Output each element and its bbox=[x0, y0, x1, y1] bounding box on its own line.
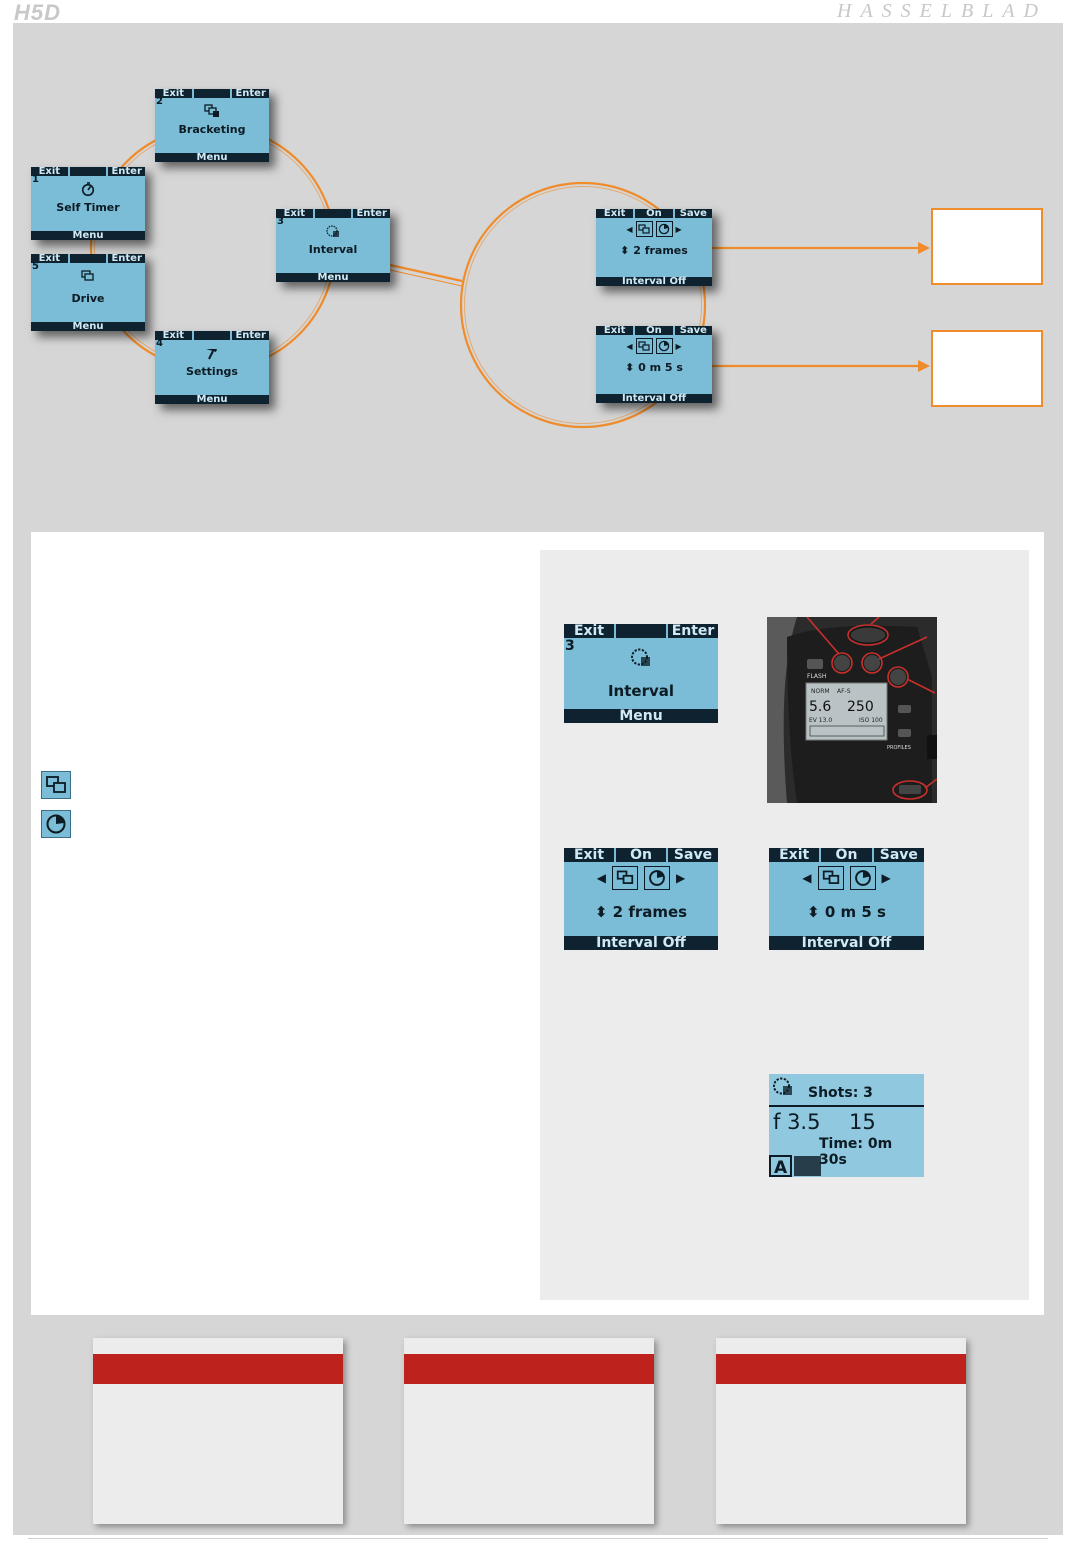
time-option bbox=[644, 866, 670, 890]
clock-icon bbox=[658, 223, 670, 235]
status-shutter: 15 bbox=[849, 1110, 876, 1134]
frames-arrowhead bbox=[918, 242, 930, 254]
interval-icon bbox=[631, 648, 650, 666]
drive-mode-readout: NORM bbox=[811, 688, 830, 695]
time-mode-icon bbox=[41, 810, 71, 838]
left-arrow-icon: ◀ bbox=[596, 871, 606, 885]
flash-label: FLASH bbox=[807, 673, 826, 680]
time-option[interactable] bbox=[655, 338, 673, 354]
bracketing-icon bbox=[638, 223, 650, 234]
time-callout-box bbox=[931, 330, 1043, 407]
model-name: H5D bbox=[14, 0, 62, 25]
settings-icon bbox=[206, 349, 217, 360]
left-arrow-icon: ◀ bbox=[626, 224, 633, 234]
right-arrow-icon: ▶ bbox=[675, 341, 682, 351]
iso-readout: ISO 100 bbox=[859, 717, 883, 724]
time-option bbox=[849, 866, 876, 890]
right-arrow-icon: ▶ bbox=[675, 224, 682, 234]
ev-readout: EV 13.0 bbox=[809, 717, 832, 724]
time-arrowhead bbox=[918, 360, 930, 372]
status-time: Time: 0m 30s bbox=[819, 1136, 893, 1168]
clock-icon bbox=[658, 340, 670, 352]
shutter-readout: 250 bbox=[847, 699, 874, 715]
footer-divider bbox=[28, 1538, 1048, 1539]
status-footer-icons: A bbox=[769, 1155, 821, 1177]
menu-connectors bbox=[89, 124, 930, 429]
bracketing-icon bbox=[616, 870, 634, 884]
interval-icon bbox=[773, 1077, 792, 1095]
profiles-label: PROFILES bbox=[887, 745, 911, 751]
frames-option[interactable] bbox=[635, 221, 653, 237]
info-box-3-header bbox=[716, 1354, 966, 1384]
bracketing-icon bbox=[204, 104, 219, 117]
interval-ring bbox=[459, 181, 707, 429]
drive-icon bbox=[81, 270, 94, 281]
time-option[interactable] bbox=[655, 221, 673, 237]
exposure-mode-label: A bbox=[774, 1158, 788, 1177]
clock-icon bbox=[649, 870, 665, 886]
right-arrow-icon: ▶ bbox=[676, 871, 686, 885]
brand-name: HASSELBLAD bbox=[837, 0, 1047, 22]
frames-mode-icon bbox=[41, 771, 71, 799]
info-box-1-header bbox=[93, 1354, 343, 1384]
camera-grip-illustration: FLASH PROFILES NORM AF-S 5.6 250 EV 13.0… bbox=[767, 617, 937, 803]
interval-link bbox=[389, 263, 463, 283]
bracketing-icon bbox=[822, 870, 839, 884]
frames-callout-box bbox=[931, 208, 1043, 285]
status-aperture: f 3.5 bbox=[773, 1110, 821, 1134]
frames-option bbox=[817, 866, 844, 890]
interval-status-screen: Shots: 3 f 3.5 15 Time: 0m 30s A bbox=[769, 1074, 924, 1177]
timer-icon bbox=[81, 182, 95, 196]
info-box-3 bbox=[716, 1338, 966, 1524]
clock-icon bbox=[854, 870, 871, 886]
clock-icon bbox=[46, 814, 66, 834]
bracketing-icon bbox=[46, 776, 66, 793]
left-arrow-icon: ◀ bbox=[626, 341, 633, 351]
left-arrow-icon: ◀ bbox=[802, 871, 812, 885]
aperture-readout: 5.6 bbox=[809, 699, 831, 715]
frames-option bbox=[612, 866, 638, 890]
status-header: Shots: 3 bbox=[769, 1074, 924, 1107]
info-box-1 bbox=[93, 1338, 343, 1524]
focus-mode-readout: AF-S bbox=[837, 688, 851, 695]
bracketing-icon bbox=[638, 340, 650, 351]
right-arrow-icon: ▶ bbox=[881, 871, 891, 885]
info-box-2 bbox=[404, 1338, 654, 1524]
shots-count: Shots: 3 bbox=[808, 1085, 873, 1101]
frames-option[interactable] bbox=[635, 338, 653, 354]
info-box-2-header bbox=[404, 1354, 654, 1384]
interval-icon bbox=[326, 225, 339, 237]
